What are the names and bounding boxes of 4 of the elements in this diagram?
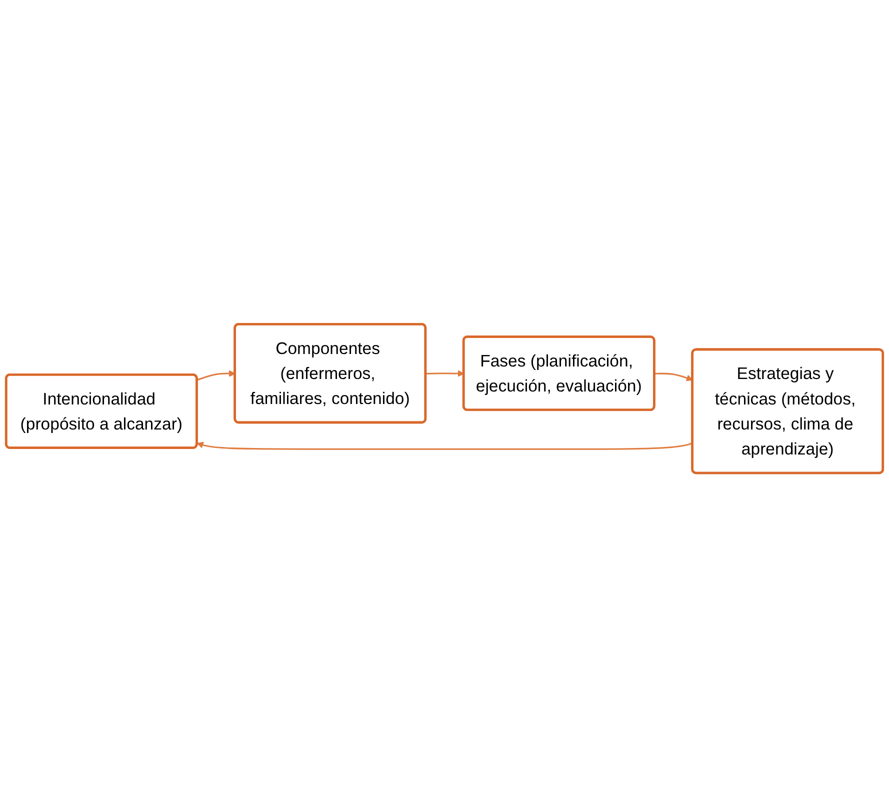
arrow bbox=[196, 442, 693, 450]
arrow bbox=[426, 370, 464, 377]
arrow bbox=[654, 372, 693, 382]
arrow bbox=[196, 370, 236, 381]
